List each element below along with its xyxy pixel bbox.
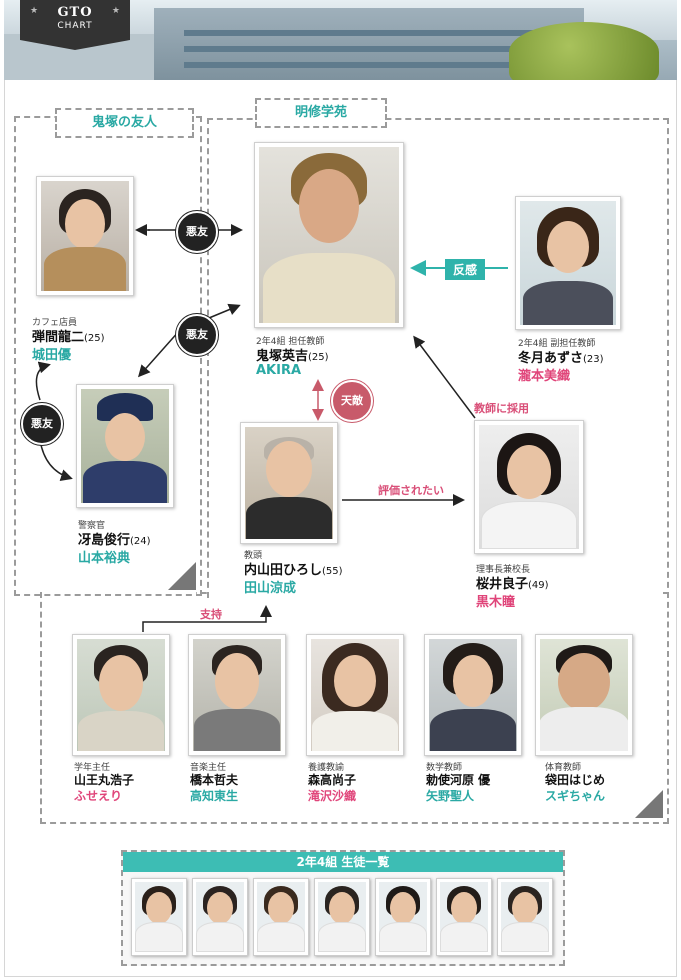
age-text: (25) — [308, 352, 329, 363]
student-photo[interactable] — [436, 878, 492, 956]
gto-chart-logo[interactable]: ★ ★ GTO CHART — [20, 0, 130, 50]
relation-label-hired: 教師に採用 — [474, 402, 529, 415]
name-sannomaru: 山王丸浩子 — [74, 771, 134, 788]
photo-teshigawara[interactable] — [424, 634, 522, 756]
age-text: (49) — [528, 580, 549, 591]
relation-label-support: 支持 — [200, 608, 222, 621]
age-text: (25) — [84, 333, 105, 344]
photo-saejima[interactable] — [76, 384, 174, 508]
student-photo[interactable] — [314, 878, 370, 956]
relation-badge-akuyu: 悪友 — [21, 403, 63, 445]
student-photo[interactable] — [497, 878, 553, 956]
logo-subtitle: CHART — [57, 21, 93, 31]
role-teshigawara: 数学教師 — [426, 763, 463, 773]
name-text: 冴島俊行 — [78, 533, 131, 548]
actor-teshigawara[interactable]: 矢野聖人 — [426, 789, 475, 803]
corner-triangle-icon — [168, 562, 196, 590]
group-label-school: 明修学苑 — [255, 98, 387, 128]
actor-sakurai[interactable]: 黒木瞳 — [476, 595, 516, 610]
name-text: 弾間龍二 — [32, 330, 85, 345]
name-onizuka: 鬼塚英吉(25) — [256, 345, 329, 364]
name-fuyutsuki: 冬月あずさ(23) — [518, 347, 604, 366]
role-sannomaru: 学年主任 — [74, 763, 111, 773]
name-text: 森高尚子 — [308, 773, 357, 787]
name-text: 桜井良子 — [476, 577, 529, 592]
actor-danma[interactable]: 城田優 — [32, 348, 72, 363]
name-text: 冬月あずさ — [518, 351, 584, 366]
role-onizuka: 2年4組 担任教師 — [256, 337, 325, 347]
photo-sakurai[interactable] — [474, 420, 584, 554]
actor-saejima[interactable]: 山本裕典 — [78, 551, 131, 566]
photo-danma[interactable] — [36, 176, 134, 296]
photo-uchiyamada[interactable] — [240, 422, 338, 544]
group-label-friends: 鬼塚の友人 — [55, 108, 194, 138]
role-fukuroda: 体育教師 — [545, 763, 582, 773]
relation-badge-tenteki: 天敵 — [331, 380, 373, 422]
actor-moritaka[interactable]: 滝沢沙織 — [308, 789, 357, 803]
role-saejima: 警察官 — [78, 521, 106, 531]
photo-fukuroda[interactable] — [535, 634, 633, 756]
name-text: 鬼塚英吉 — [256, 349, 309, 364]
logo-title: GTO — [57, 5, 93, 20]
star-icon: ★ — [111, 6, 120, 16]
role-fuyutsuki: 2年4組 副担任教師 — [518, 339, 596, 349]
name-text: 袋田はじめ — [545, 773, 606, 787]
student-photo[interactable] — [192, 878, 248, 956]
relation-badge-akuyu: 悪友 — [176, 314, 218, 356]
actor-sannomaru[interactable]: ふせえり — [74, 789, 123, 803]
header-banner — [4, 0, 677, 80]
name-fukuroda: 袋田はじめ — [545, 771, 605, 788]
name-text: 内山田ひろし — [244, 563, 323, 578]
role-moritaka: 養護教諭 — [308, 763, 345, 773]
name-text: 勅使河原 優 — [426, 773, 491, 787]
relation-badge-hankan: 反感 — [445, 259, 486, 280]
name-moritaka: 森高尚子 — [308, 771, 356, 788]
name-uchiyamada: 内山田ひろし(55) — [244, 559, 343, 578]
star-icon: ★ — [30, 6, 39, 16]
student-photo[interactable] — [253, 878, 309, 956]
name-text: 橋本哲夫 — [190, 773, 239, 787]
actor-fukuroda[interactable]: スギちゃん — [545, 789, 606, 803]
students-title: 2年4組 生徒一覧 — [123, 852, 563, 872]
photo-onizuka[interactable] — [254, 142, 404, 328]
photo-sannomaru[interactable] — [72, 634, 170, 756]
corner-triangle-icon — [635, 790, 663, 818]
actor-hashimoto[interactable]: 高知東生 — [190, 789, 239, 803]
photo-fuyutsuki[interactable] — [515, 196, 621, 330]
name-danma: 弾間龍二(25) — [32, 326, 105, 345]
name-hashimoto: 橋本哲夫 — [190, 771, 238, 788]
actor-onizuka[interactable]: AKIRA — [256, 363, 302, 378]
role-sakurai: 理事長兼校長 — [476, 565, 531, 575]
actor-uchiyamada[interactable]: 田山涼成 — [244, 581, 297, 596]
relation-label-evaluation: 評価されたい — [378, 484, 444, 497]
role-hashimoto: 音楽主任 — [190, 763, 227, 773]
role-uchiyamada: 教頭 — [244, 551, 263, 561]
photo-hashimoto[interactable] — [188, 634, 286, 756]
age-text: (23) — [583, 354, 604, 365]
actor-fuyutsuki[interactable]: 瀧本美織 — [518, 369, 571, 384]
name-teshigawara: 勅使河原 優 — [426, 771, 490, 788]
school-group-top — [207, 118, 669, 598]
role-danma: カフェ店員 — [32, 318, 78, 328]
photo-moritaka[interactable] — [306, 634, 404, 756]
name-text: 山王丸浩子 — [74, 773, 135, 787]
relation-badge-akuyu: 悪友 — [176, 211, 218, 253]
student-photo[interactable] — [375, 878, 431, 956]
chart-frame — [4, 80, 677, 977]
name-saejima: 冴島俊行(24) — [78, 529, 151, 548]
student-photo[interactable] — [131, 878, 187, 956]
age-text: (55) — [322, 566, 343, 577]
age-text: (24) — [130, 536, 151, 547]
name-sakurai: 桜井良子(49) — [476, 573, 549, 592]
students-panel[interactable]: 2年4組 生徒一覧 — [121, 850, 565, 966]
